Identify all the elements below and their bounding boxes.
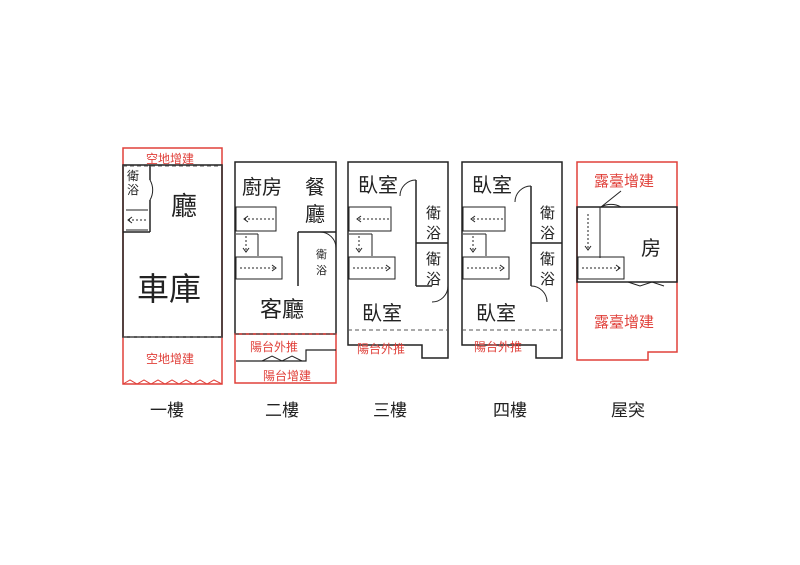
floor-1-garage-label: 車庫	[137, 270, 202, 308]
floor-2-stair	[235, 206, 283, 280]
rooftop-terrace-top-label: 露臺增建	[594, 172, 655, 190]
floor-2-bath-label-b: 浴	[316, 264, 327, 277]
floor-4-stair	[462, 206, 510, 280]
floor-1-hall-label: 廳	[171, 192, 198, 222]
floor-4-bedroom-top-label: 臥室	[472, 173, 512, 197]
floor-1-bath-label-a: 衛	[127, 169, 140, 183]
rooftop-terrace-bottom-label: 露臺增建	[594, 313, 655, 331]
floor-4-bath2-label-a: 衛	[540, 250, 556, 268]
floor-3-bath1-label-b: 浴	[426, 224, 442, 242]
floor-4-balcony-label: 陽台外推	[474, 340, 523, 354]
floor-3-bath2-label-b: 浴	[426, 270, 442, 288]
floor-2-plan	[234, 161, 337, 384]
rooftop-plan	[576, 161, 678, 361]
floor-2-kitchen-label: 廚房	[242, 175, 282, 199]
floor-1-ext-top-label: 空地增建	[146, 152, 195, 166]
floor-1-plan	[122, 147, 223, 385]
floor-3-plan	[347, 161, 449, 359]
floor-2-dining-label-a: 餐	[305, 175, 325, 199]
floor-2-bath-label-a: 衛	[316, 248, 327, 261]
floor-1-ext-bottom-label: 空地增建	[146, 352, 195, 366]
floor-4-name: 四樓	[493, 401, 527, 421]
rooftop-name: 屋突	[611, 401, 645, 421]
floor-3-bedroom-bottom-label: 臥室	[362, 301, 402, 325]
floor-3-bedroom-top-label: 臥室	[358, 173, 398, 197]
floor-4-plan	[461, 161, 563, 359]
floor-4-bedroom-bottom-label: 臥室	[476, 301, 516, 325]
floor-3-bath1-label-a: 衛	[426, 204, 442, 222]
floor-2-living-label: 客廳	[260, 298, 305, 323]
floor-3-bath2-label-a: 衛	[426, 250, 442, 268]
floor-4-bath1-label-a: 衛	[540, 204, 556, 222]
floor-1-bath-label-b: 浴	[127, 183, 140, 197]
floor-4-bath2-label-b: 浴	[540, 270, 556, 288]
floor-2-balcony-label: 陽台外推	[250, 340, 299, 354]
floor-1-stair	[126, 209, 148, 231]
floor-2-name: 二樓	[265, 401, 299, 421]
rooftop-room-label: 房	[641, 236, 661, 260]
floor-2-dining-label-b: 廳	[305, 202, 325, 226]
floor-3-balcony-label: 陽台外推	[357, 342, 406, 356]
floor-2-balcony-ext-label: 陽台增建	[263, 369, 312, 383]
floor-3-stair	[348, 206, 396, 280]
floor-3-name: 三樓	[373, 401, 407, 421]
rooftop-stair	[577, 207, 625, 280]
floor-4-bath1-label-b: 浴	[540, 224, 556, 242]
floor-1-name: 一樓	[150, 401, 184, 421]
